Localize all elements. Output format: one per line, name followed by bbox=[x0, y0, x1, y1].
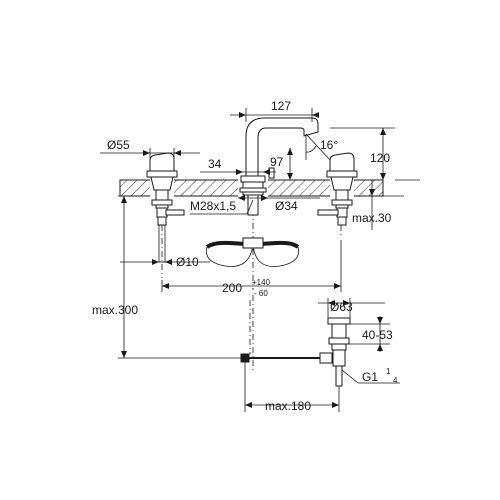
dim-max180 bbox=[244, 362, 340, 412]
label-drain-diameter: Ø63 bbox=[330, 300, 353, 314]
dim-40-53 bbox=[349, 316, 390, 352]
label-drain-thread: G1 bbox=[362, 370, 378, 384]
label-max-rod-reach: max.180 bbox=[265, 399, 311, 413]
dim-hose bbox=[120, 259, 210, 265]
label-spout-angle: 16° bbox=[320, 138, 338, 152]
hoses bbox=[205, 237, 300, 267]
label-drain-thread-den: 4 bbox=[393, 376, 398, 385]
label-max-deck-thickness: max.30 bbox=[352, 211, 392, 225]
dim-200 bbox=[161, 240, 342, 292]
label-hose-diameter: Ø10 bbox=[176, 255, 199, 269]
dim-hole bbox=[238, 195, 320, 201]
dim-max300 bbox=[118, 195, 245, 359]
drain-assembly bbox=[240, 300, 351, 387]
label-drain-range: 40-53 bbox=[362, 328, 393, 342]
dim-g-leader bbox=[341, 369, 400, 384]
label-spout-reach: 127 bbox=[271, 99, 291, 113]
dim-55 bbox=[100, 148, 200, 165]
label-spout-outlet-height: 97 bbox=[270, 155, 284, 169]
label-hole-diameter: Ø34 bbox=[275, 199, 298, 213]
label-drain-thread-num: 1 bbox=[386, 367, 391, 376]
dim-127 bbox=[230, 108, 319, 122]
label-tolerance-minus: - 60 bbox=[254, 289, 268, 298]
label-valve-body-width: 34 bbox=[208, 157, 222, 171]
right-handle-valve bbox=[317, 152, 358, 226]
dim-97 bbox=[287, 148, 293, 180]
label-spout-height: 120 bbox=[370, 151, 390, 165]
dim-16deg bbox=[305, 133, 331, 161]
spout bbox=[239, 117, 319, 216]
label-center-spacing: 200 bbox=[222, 281, 242, 295]
label-handle-diameter: Ø55 bbox=[107, 138, 130, 152]
dim-thread-leader bbox=[190, 199, 254, 215]
label-tolerance-plus: +140 bbox=[252, 278, 271, 287]
dim-34 bbox=[200, 169, 276, 175]
label-thread: M28x1,5 bbox=[190, 199, 236, 213]
dim-120 bbox=[330, 127, 420, 181]
dim-max30 bbox=[356, 180, 404, 230]
dim-drain bbox=[318, 298, 385, 318]
label-max-overall-depth: max.300 bbox=[92, 303, 138, 317]
